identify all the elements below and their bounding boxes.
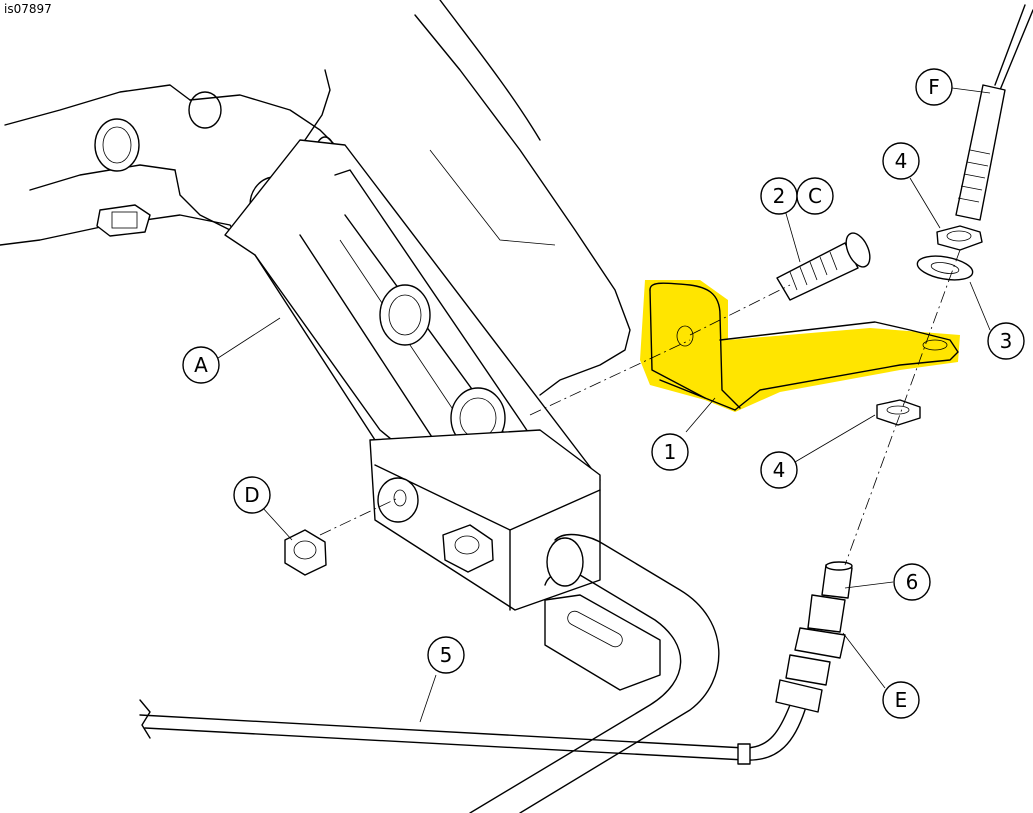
callout-circle-c-5 (427, 636, 465, 674)
callout-label-c-6: 6 (906, 570, 919, 594)
callout-circle-c-6 (893, 563, 931, 601)
callout-label-c-E: E (895, 688, 908, 712)
callout-circle-c-3 (987, 322, 1025, 360)
callout-circle-c-4b (760, 451, 798, 489)
callout-label-c-2: 2 (773, 184, 786, 208)
callout-circle-c-E (882, 681, 920, 719)
callout-circle-c-D (233, 476, 271, 514)
callout-circle-c-4a (882, 142, 920, 180)
callout-circle-c-1 (651, 433, 689, 471)
callout-circle-c-A (182, 346, 220, 384)
callout-label-c-F: F (928, 75, 940, 99)
callout-circle-c-C (796, 177, 834, 215)
callout-label-c-D: D (244, 483, 259, 507)
callout-label-c-C: C (808, 184, 822, 208)
callout-label-c-3: 3 (1000, 329, 1013, 353)
leader-lines (214, 87, 991, 723)
mounting-arm (224, 139, 601, 611)
hardware (284, 225, 983, 576)
callout-label-c-4b: 4 (773, 458, 786, 482)
bracket-highlight (640, 280, 960, 412)
callout-label-c-1: 1 (664, 440, 677, 464)
callout-label-c-4a: 4 (895, 149, 908, 173)
support-tube (469, 533, 720, 813)
antenna (955, 4, 1033, 221)
bracket-part-1 (640, 280, 960, 412)
harness-wire (139, 699, 806, 765)
figure-id: is07897 (4, 2, 52, 16)
centerlines (319, 249, 961, 566)
callout-circle-c-F (915, 68, 953, 106)
sensor-fitting (775, 561, 853, 713)
callout-label-c-A: A (194, 353, 208, 377)
callout-label-c-5: 5 (440, 643, 453, 667)
